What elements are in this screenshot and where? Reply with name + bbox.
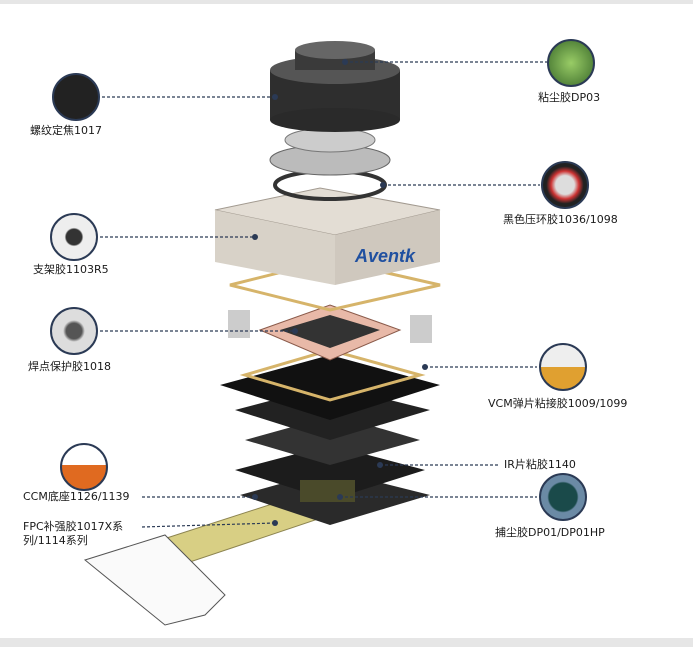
vcm-spring-thumbnail-icon <box>539 343 587 391</box>
holder-front <box>215 210 335 285</box>
vcm-bottom <box>220 355 440 420</box>
holder-thumbnail-icon <box>50 213 98 261</box>
callout-label-fpc: FPC补强胶1017X系 <box>23 520 124 533</box>
callout-label-lens: 螺纹定焦1017 <box>30 124 102 137</box>
callout-label-fpc-line2: 列/1114系列 <box>23 534 88 547</box>
callout-label-holder: 支架胶1103R5 <box>33 263 109 276</box>
callout-label-dust-top: 粘尘胶DP03 <box>538 91 601 104</box>
ccm-base-thumbnail-icon <box>60 443 108 491</box>
ccm-base <box>235 445 425 500</box>
holder-side <box>335 210 440 285</box>
callout-label-vcm-spring: VCM弹片粘接胶1009/1099 <box>488 397 628 410</box>
callout-label-ir: IR片粘胶1140 <box>504 458 576 471</box>
top-border <box>0 0 693 4</box>
bottom-border <box>0 638 693 647</box>
brand-logo: Aventk <box>354 246 416 266</box>
sensor-dust-thumbnail-icon <box>539 473 587 521</box>
ir-holder <box>245 415 420 465</box>
callout-label-dust-bottom: 捕尘胶DP01/DP01HP <box>495 526 605 539</box>
press-ring-thumbnail-icon <box>541 161 589 209</box>
solder-thumbnail-icon <box>50 307 98 355</box>
vcm-spring-lower <box>239 348 426 402</box>
callout-label-ccm-base: CCM底座1126/1139 <box>23 490 130 503</box>
dust-glue-thumbnail-icon <box>547 39 595 87</box>
callout-label-press-ring: 黑色压环胶1036/1098 <box>503 213 618 226</box>
lens-thumbnail-icon <box>52 73 100 121</box>
callout-label-solder: 焊点保护胶1018 <box>28 360 111 373</box>
sensor-chip <box>300 480 355 502</box>
fpc-connector <box>83 534 226 626</box>
leader-lines <box>100 61 547 528</box>
